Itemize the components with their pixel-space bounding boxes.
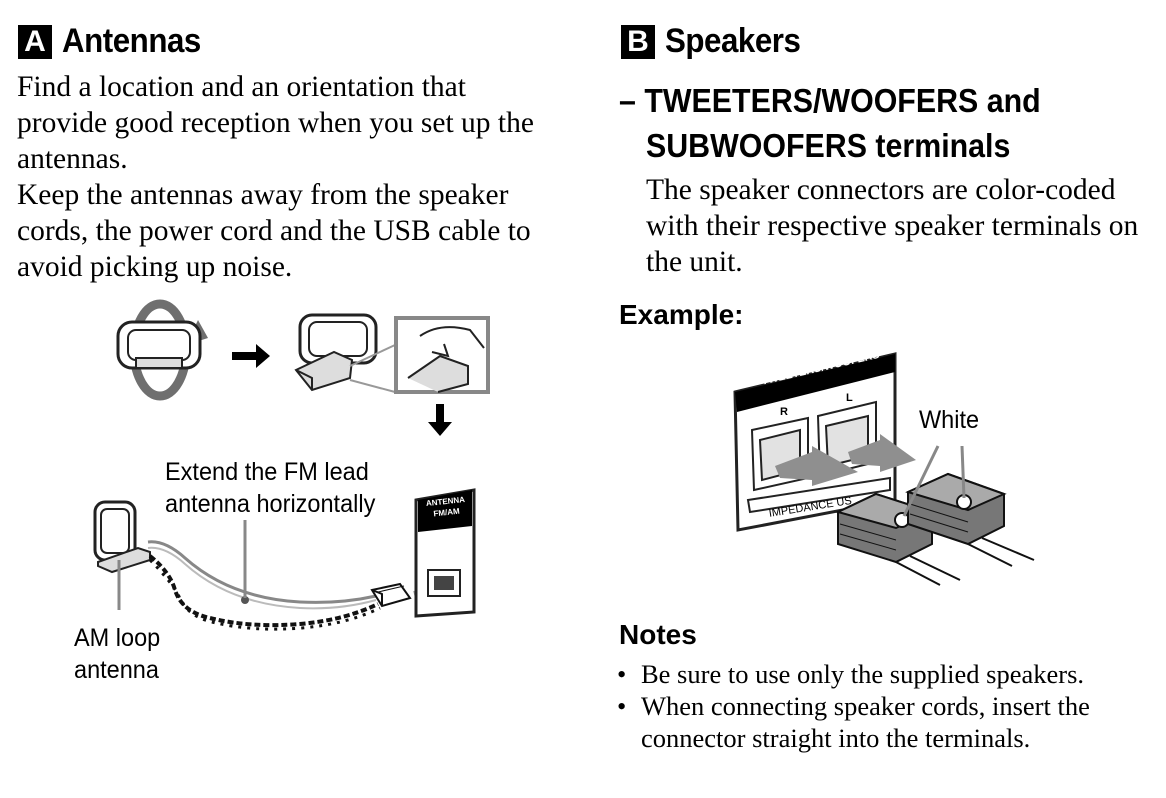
speakers-title: Speakers (665, 22, 801, 60)
terminal-l-label: L (846, 392, 853, 404)
speaker-plug-l (905, 472, 1035, 567)
fm-lead-label-line-1: Extend the FM lead (165, 458, 369, 486)
speakers-paragraph: The speaker connectors are color-coded w… (646, 174, 1139, 278)
am-loop-label-line-1: AM loop (74, 624, 161, 652)
antennas-paragraph-2: Keep the antennas away from the speaker … (17, 179, 531, 283)
antenna-jack-panel (414, 488, 476, 618)
am-twisted-wire (148, 554, 379, 628)
section-a-badge: A (18, 24, 52, 59)
speaker-terminals-subheading-line-1: – TWEETERS/WOOFERS and (619, 82, 1041, 119)
antenna-plug (370, 582, 412, 608)
fm-lead-wire (147, 540, 377, 604)
notes-title: Notes (619, 619, 697, 650)
note-item: Be sure to use only the supplied speaker… (617, 658, 1137, 690)
insert-arrow-r-icon (775, 446, 858, 486)
notes-list: Be sure to use only the supplied speaker… (617, 658, 1137, 754)
insert-arrow-l-icon (848, 434, 916, 472)
terminal-r-label: R (780, 406, 788, 418)
antenna-detail-box (394, 316, 490, 394)
antenna-stand-step (294, 313, 396, 393)
arrow-right-icon (232, 344, 270, 368)
speakers-heading: B Speakers (621, 22, 812, 61)
am-loop-label-line-2: antenna (74, 656, 159, 684)
example-label: Example: (619, 299, 744, 330)
white-label: White (919, 406, 980, 434)
antennas-paragraph-1: Find a location and an orientation that … (17, 71, 534, 175)
antennas-heading: A Antennas (18, 22, 213, 61)
antennas-title: Antennas (62, 22, 201, 60)
fm-lead-label: Extend the FM lead antenna horizontally (165, 456, 375, 520)
note-item: When connecting speaker cords, insert th… (617, 690, 1137, 754)
arrow-down-icon (428, 404, 452, 436)
antenna-rotate-step (116, 299, 208, 401)
speaker-terminals-subheading-line-2: SUBWOOFERS terminals (646, 127, 1011, 164)
fm-lead-label-line-2: antenna horizontally (165, 490, 376, 518)
section-b-badge: B (621, 24, 655, 59)
am-loop-label: AM loop antenna (74, 622, 160, 686)
